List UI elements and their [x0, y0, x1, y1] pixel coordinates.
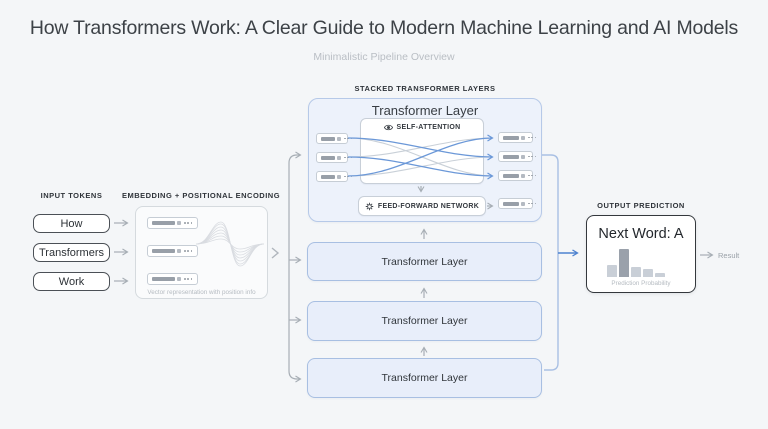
ellipsis-dots-icon [184, 222, 193, 224]
output-prediction-box [586, 215, 696, 293]
vector-bar [503, 154, 519, 159]
vector-bar [503, 173, 519, 178]
vector-cell [177, 277, 181, 281]
vector-cell [177, 221, 181, 225]
ellipsis-dots-icon [184, 278, 193, 280]
transformer-layer-1: Transformer Layer [307, 242, 542, 281]
gear-icon [365, 202, 374, 210]
vector-chip [316, 171, 353, 182]
token-transformers: Transformers [33, 243, 110, 262]
transformer-layer-2: Transformer Layer [307, 301, 542, 341]
self-attention-label: SELF-ATTENTION [396, 124, 461, 131]
vector-bar [152, 249, 175, 253]
token-how: How [33, 214, 110, 233]
vector-chip [147, 245, 198, 257]
ellipsis-dots-icon [344, 137, 353, 140]
prediction-probability-caption: Prediction Probability [611, 280, 671, 287]
ellipsis-dots-icon [528, 202, 537, 205]
ellipsis-dots-icon [344, 156, 353, 159]
result-label: Result [718, 251, 740, 260]
vector-bar [321, 136, 335, 141]
feed-forward-label: FEED-FORWARD NETWORK [377, 202, 480, 210]
vector-bar [152, 277, 175, 281]
next-word-title: Next Word: A [598, 226, 684, 242]
eye-icon [383, 124, 393, 131]
embedding-label: EMBEDDING + POSITIONAL ENCODING [121, 191, 281, 200]
vector-bar [503, 201, 519, 206]
input-tokens-label: INPUT TOKENS [40, 191, 103, 200]
page-subtitle: Minimalistic Pipeline Overview [313, 51, 455, 63]
chevron-right-icon [271, 247, 280, 259]
vector-cell [337, 136, 341, 141]
vector-cell [337, 155, 341, 160]
prediction-bars [604, 248, 668, 277]
output-prediction-label: OUTPUT PREDICTION [597, 201, 685, 210]
vector-cell [521, 154, 525, 159]
ellipsis-dots-icon [528, 174, 537, 177]
vector-bar [321, 174, 335, 179]
prediction-bar [631, 267, 641, 277]
token-work: Work [33, 272, 110, 291]
prediction-bar [643, 269, 653, 277]
page-title: How Transformers Work: A Clear Guide to … [29, 17, 739, 39]
vector-chip [498, 132, 537, 143]
ellipsis-dots-icon [184, 250, 193, 252]
vector-chip [316, 152, 353, 163]
embedding-caption: Vector representation with position info [147, 289, 256, 296]
vector-cell [337, 174, 341, 179]
prediction-bar [619, 249, 629, 277]
vector-chip [147, 273, 198, 285]
ellipsis-dots-icon [528, 155, 537, 158]
vector-cell [521, 201, 525, 206]
prediction-bar [655, 273, 665, 277]
vector-bar [503, 135, 519, 140]
main-layer-title: Transformer Layer [371, 103, 479, 118]
vector-chip [498, 198, 537, 209]
vector-bar [152, 221, 175, 225]
vector-chip [147, 217, 198, 229]
ellipsis-dots-icon [344, 175, 353, 178]
transformer-layer-3: Transformer Layer [307, 358, 542, 398]
prediction-bar [607, 265, 617, 277]
stacked-layers-label: STACKED TRANSFORMER LAYERS [354, 84, 496, 93]
self-attention-header: SELF-ATTENTION [360, 123, 484, 132]
vector-chip [498, 151, 537, 162]
vector-chip [498, 170, 537, 181]
vector-cell [521, 173, 525, 178]
vector-chip [316, 133, 353, 144]
vector-cell [521, 135, 525, 140]
vector-cell [177, 249, 181, 253]
feed-forward-box: FEED-FORWARD NETWORK [358, 196, 486, 216]
vector-bar [321, 155, 335, 160]
ellipsis-dots-icon [528, 136, 537, 139]
